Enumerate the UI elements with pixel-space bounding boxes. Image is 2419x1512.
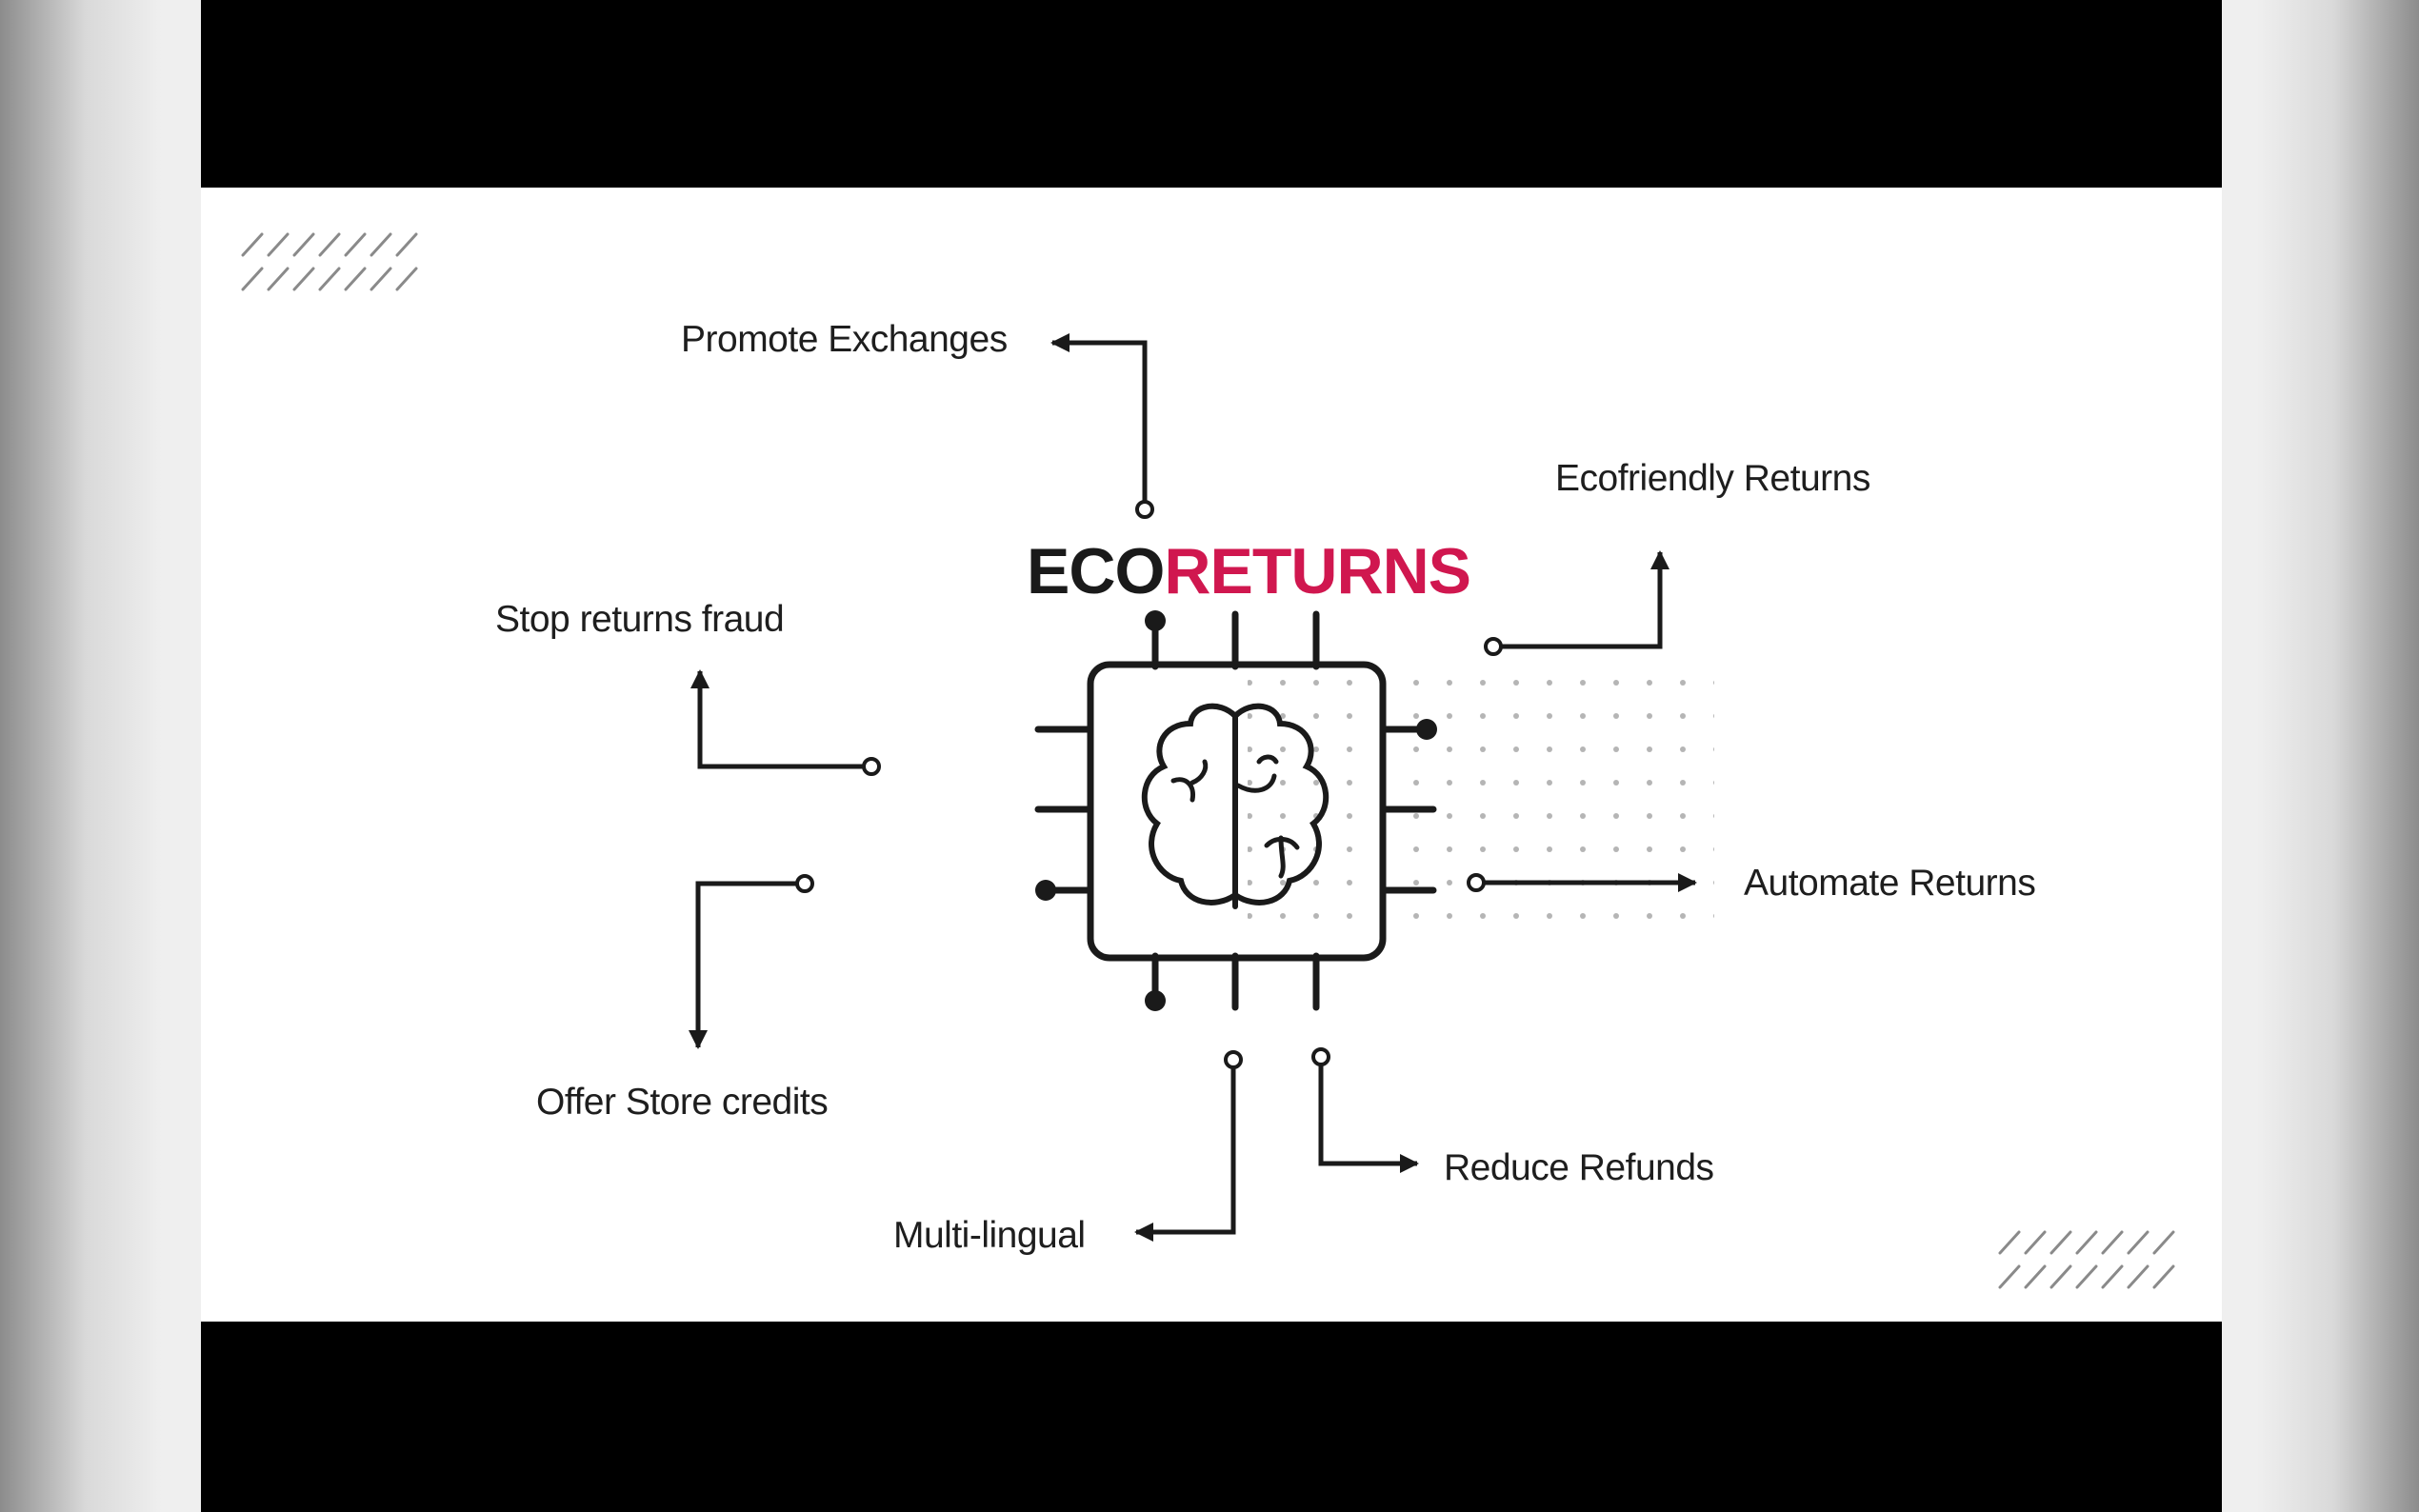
connector-stop-returns-fraud xyxy=(690,669,870,769)
label-offer-store-credits: Offer Store credits xyxy=(536,1082,828,1123)
connectors xyxy=(689,333,1697,1242)
connector-ecofriendly-returns xyxy=(1493,550,1669,649)
hatch-stroke xyxy=(241,267,264,291)
hatch-stroke xyxy=(2101,1264,2124,1289)
hatch-stroke xyxy=(2127,1264,2149,1289)
label-ecofriendly-returns: Ecofriendly Returns xyxy=(1555,458,1870,499)
hatch-stroke xyxy=(2152,1264,2175,1289)
hatch-stroke xyxy=(1998,1230,2021,1255)
connector-reduce-refunds xyxy=(1318,1057,1419,1173)
ecoreturns-logo: ECORETURNS xyxy=(1027,535,1470,607)
hatch-stroke xyxy=(2075,1230,2098,1255)
connector-offer-store-credits xyxy=(689,881,805,1049)
hatch-stroke xyxy=(395,267,418,291)
hatch-stroke xyxy=(344,267,367,291)
connector-promote-exchanges xyxy=(1050,333,1148,503)
hatch-stroke xyxy=(2049,1264,2072,1289)
hatch-stroke xyxy=(267,232,290,257)
label-automate-returns: Automate Returns xyxy=(1744,863,2035,904)
hatch-stroke xyxy=(292,232,315,257)
logo-eco: ECO xyxy=(1027,535,1164,607)
hatch-stroke xyxy=(267,267,290,291)
label-multi-lingual: Multi-lingual xyxy=(893,1215,1086,1256)
hatch-stroke xyxy=(2049,1230,2072,1255)
hatch-stroke xyxy=(2152,1230,2175,1255)
label-reduce-refunds: Reduce Refunds xyxy=(1444,1147,1714,1188)
connector-multi-lingual xyxy=(1134,1060,1236,1242)
label-stop-returns-fraud: Stop returns fraud xyxy=(495,599,784,640)
hatch-stroke xyxy=(370,232,392,257)
hatch-stroke xyxy=(2075,1264,2098,1289)
hatch-stroke xyxy=(318,267,341,291)
hatch-stroke xyxy=(370,267,392,291)
label-promote-exchanges: Promote Exchanges xyxy=(681,319,1008,360)
connector-endpoints xyxy=(795,500,1503,1069)
hatch-stroke xyxy=(241,232,264,257)
hatch-stroke xyxy=(2101,1230,2124,1255)
hatch-stroke xyxy=(1998,1264,2021,1289)
hatch-stroke xyxy=(292,267,315,291)
dot-grid xyxy=(1248,678,1714,943)
hatch-stroke xyxy=(2024,1230,2047,1255)
logo-returns: RETURNS xyxy=(1164,535,1470,607)
hatch-stroke xyxy=(2024,1264,2047,1289)
hatch-stroke xyxy=(395,232,418,257)
hatch-stroke xyxy=(344,232,367,257)
hatch-stroke xyxy=(318,232,341,257)
hatch-decoration-bottom-right xyxy=(1998,1230,2175,1289)
hatch-decoration-top-left xyxy=(241,232,418,291)
chip-pin-dots xyxy=(1035,610,1437,1011)
slide-panel xyxy=(201,188,2222,1322)
hatch-stroke xyxy=(2127,1230,2149,1255)
